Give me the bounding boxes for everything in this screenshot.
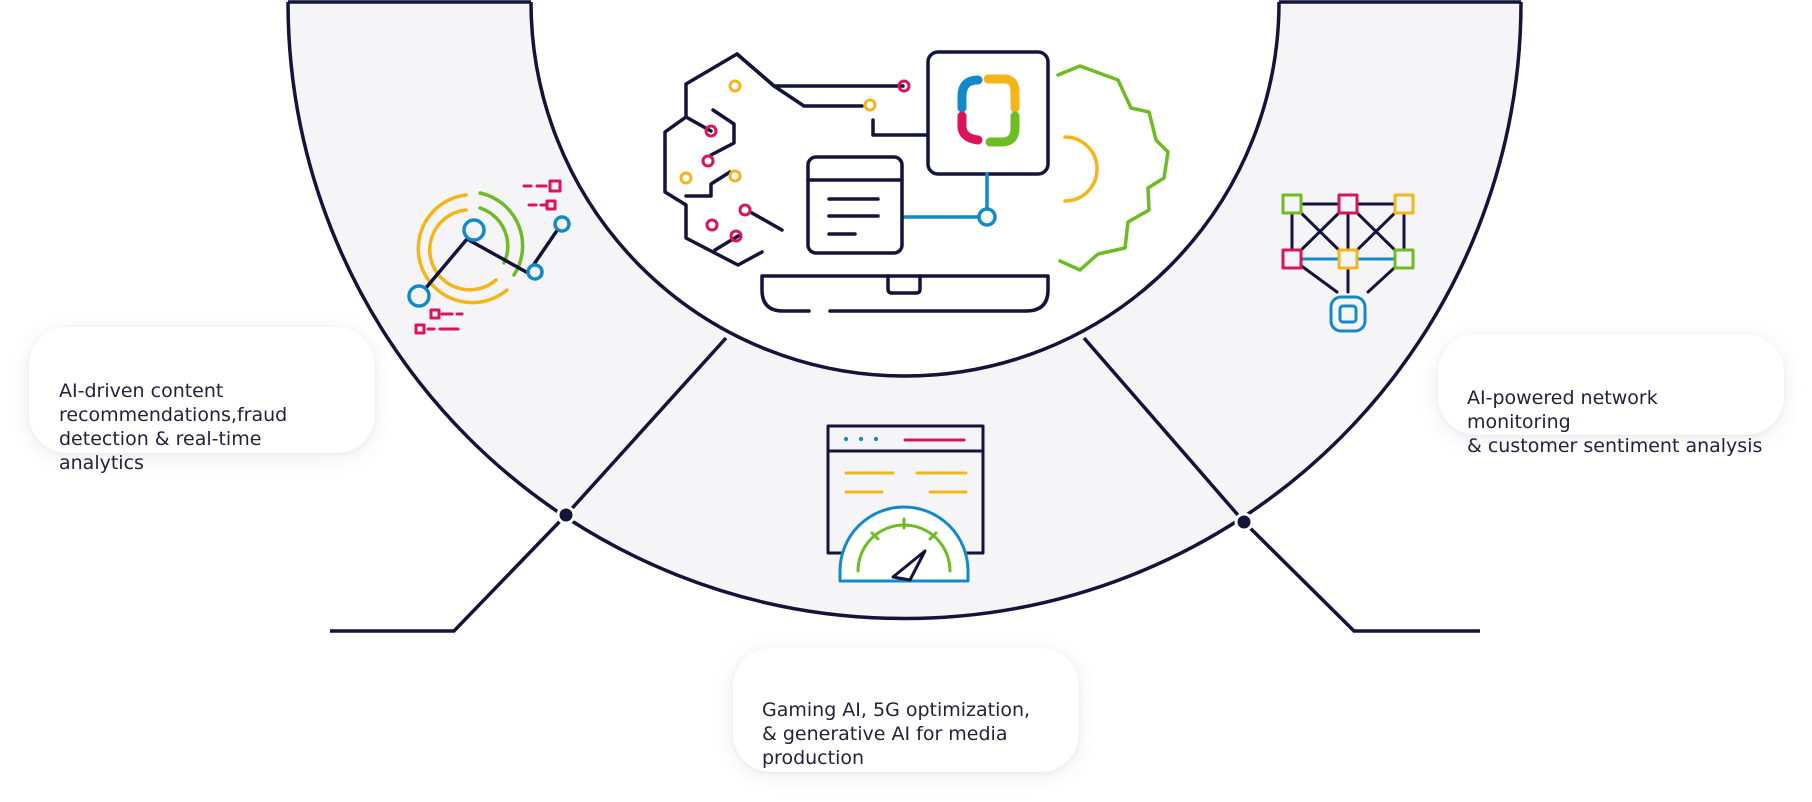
callout-left: AI-driven content recommendations,fraud … bbox=[29, 327, 375, 453]
callout-right-text: AI-powered network monitoring & customer… bbox=[1467, 387, 1762, 457]
junction-dot-right bbox=[1236, 514, 1252, 530]
connector-left bbox=[330, 515, 566, 631]
callout-right: AI-powered network monitoring & customer… bbox=[1438, 334, 1784, 435]
connector-right bbox=[1244, 522, 1480, 631]
junction-dot-left bbox=[558, 507, 574, 523]
performance-speedometer-icon bbox=[828, 426, 983, 581]
callout-bottom-text: Gaming AI, 5G optimization, & generative… bbox=[762, 699, 1030, 769]
callout-bottom: Gaming AI, 5G optimization, & generative… bbox=[733, 648, 1079, 772]
